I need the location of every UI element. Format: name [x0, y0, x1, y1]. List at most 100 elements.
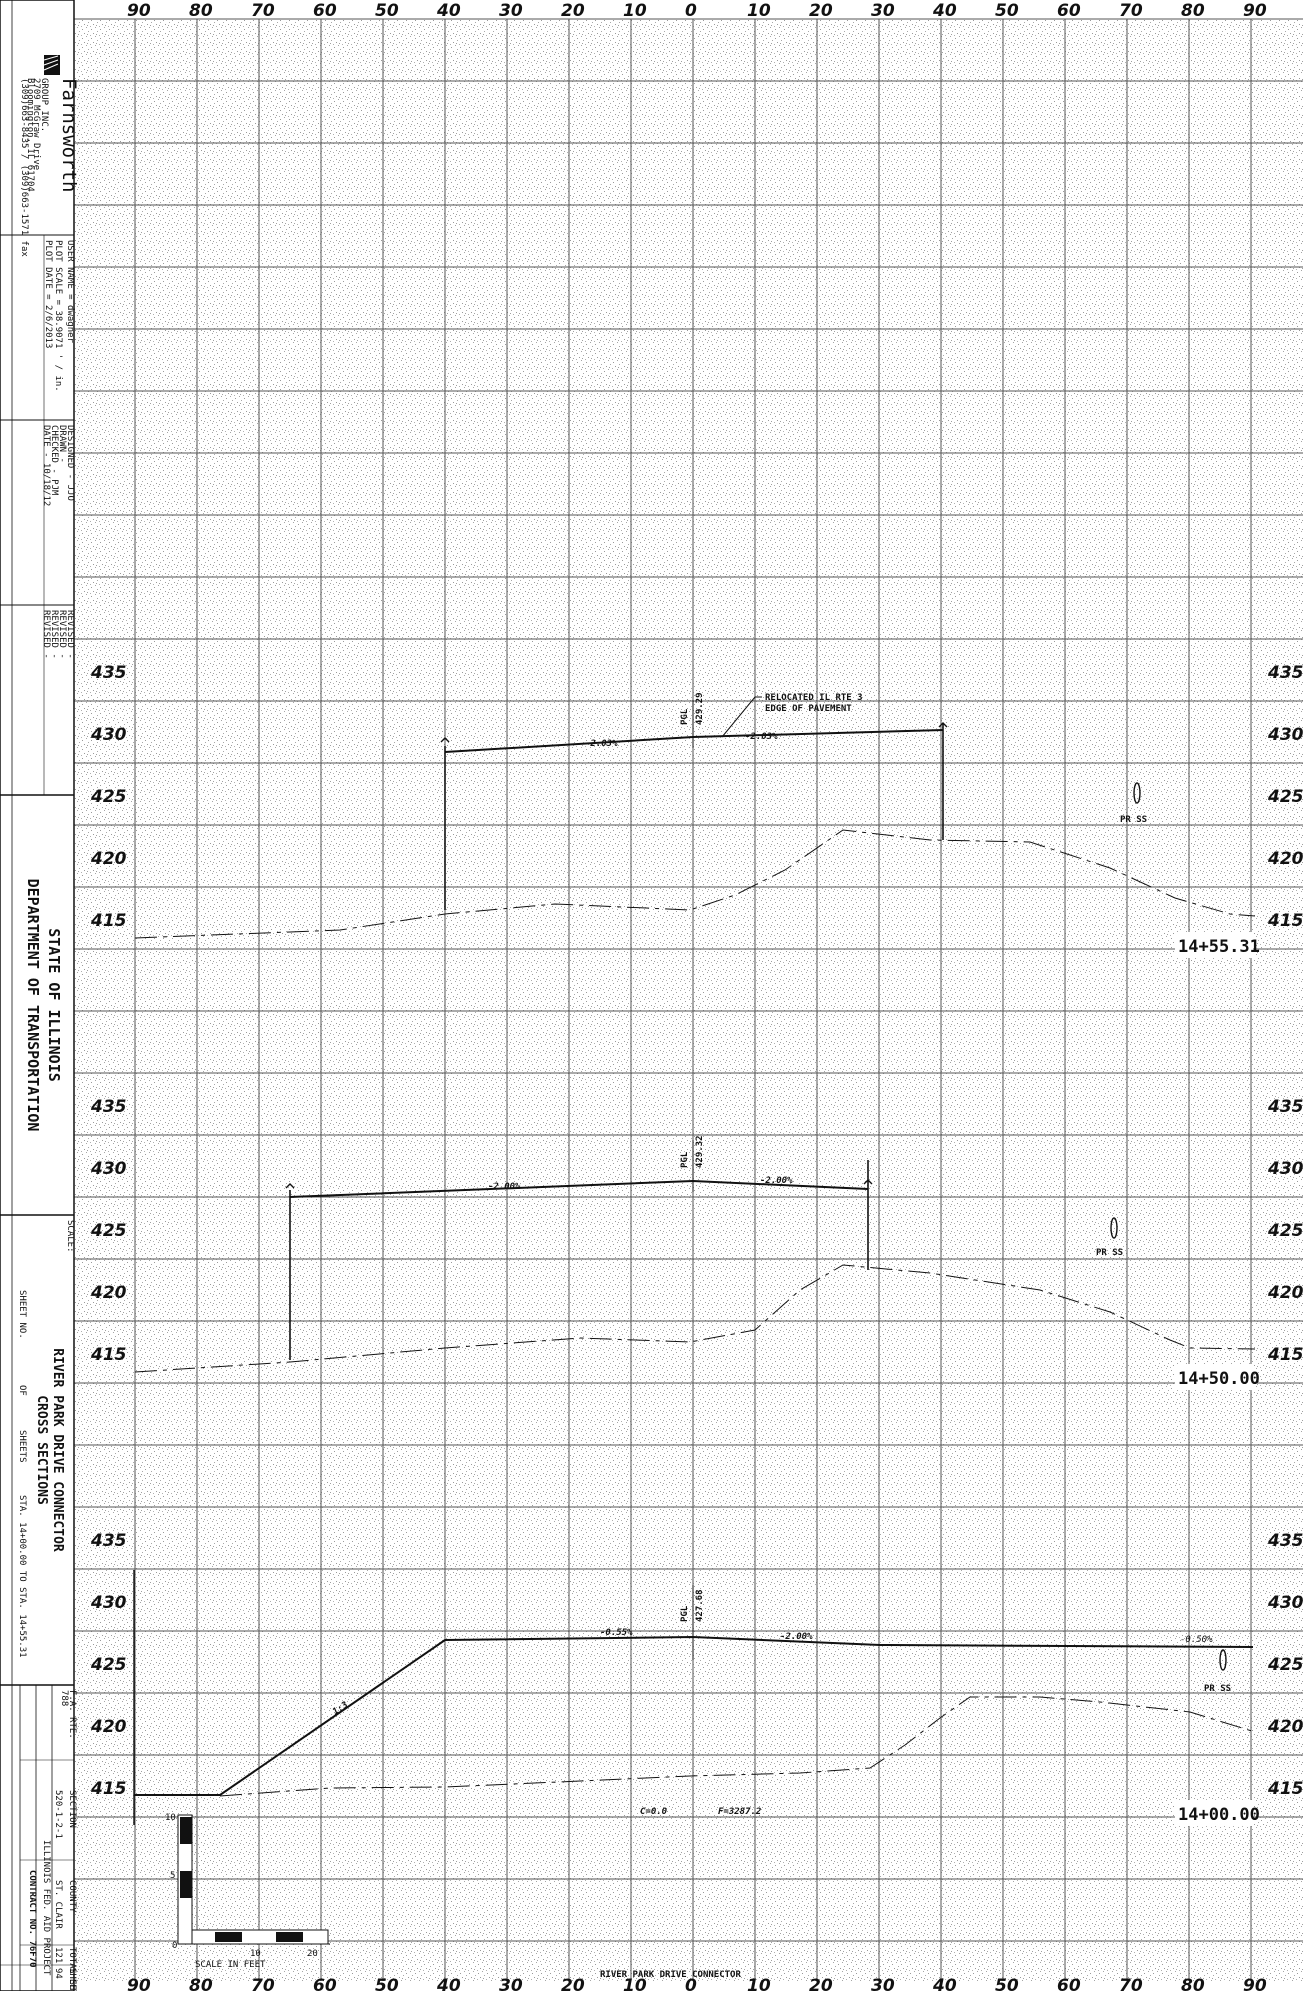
pipe-label: PR SS	[1204, 1684, 1231, 1694]
bottom-scale-label: 70	[1119, 1976, 1143, 1991]
section-label: SECTION	[67, 1790, 77, 1828]
designed: DESIGNED - JJO	[65, 425, 75, 501]
station-label: 14+55.31	[1178, 937, 1260, 957]
bottom-scale-label: 40	[436, 1976, 461, 1991]
bottom-scale-label: 30	[499, 1976, 523, 1991]
company-group: GROUP INC.	[39, 78, 49, 132]
elev-label: 430	[90, 1593, 127, 1613]
left-edge-marker	[285, 1183, 295, 1189]
elev-label: 435	[1267, 1097, 1303, 1117]
revised-3: REVISED -	[49, 610, 59, 659]
bottom-scale-label: 20	[809, 1976, 833, 1991]
bottom-scale-label: 70	[251, 1976, 275, 1991]
pipe-symbol	[1110, 1217, 1118, 1239]
pgl-elevation: 429.32	[695, 1135, 705, 1168]
bar-scale-h-label: 20	[307, 1949, 318, 1959]
footer-title: RIVER PARK DRIVE CONNECTOR	[600, 1970, 741, 1980]
sheets-label: SHEETS	[17, 1430, 27, 1463]
elev-label: 425	[90, 1221, 127, 1241]
bar-scale-caption: SCALE IN FEET	[195, 1960, 266, 1970]
elev-label: 415	[1267, 1779, 1303, 1799]
elev-label: 420	[90, 1717, 127, 1737]
elev-label: 415	[1267, 1345, 1303, 1365]
sheet-no-label: SHEET NO.	[17, 1290, 27, 1339]
section-14-55-31: 435 430 425 420 415 435 430 425 420 415 …	[90, 663, 1303, 958]
existing-ground-line	[219, 1696, 1256, 1797]
station-label: 14+50.00	[1178, 1369, 1260, 1389]
top-scale-label: 30	[499, 1, 523, 21]
total-sheets: 121	[53, 1947, 63, 1963]
agency-line-2: DEPARTMENT OF TRANSPORTATION	[24, 879, 42, 1132]
elev-label: 425	[1267, 1655, 1303, 1675]
station-bg	[1175, 1364, 1253, 1390]
elev-label: 430	[1267, 1159, 1303, 1179]
pgl-elevation: 427.68	[695, 1589, 705, 1622]
elev-label: 415	[90, 911, 127, 931]
bottom-scale-label: 60	[313, 1976, 337, 1991]
elev-label: 420	[1267, 1283, 1303, 1303]
checked: CHECKED - PJM	[49, 425, 59, 496]
revised-2: REVISED -	[57, 610, 67, 659]
bar-scale-h-label: 10	[250, 1949, 261, 1959]
station-bg	[1175, 1800, 1253, 1826]
bar-scale-v-label: 10	[165, 1813, 176, 1823]
section-14-50-00: 435 430 425 420 415 435 430 425 420 415 …	[90, 1097, 1303, 1390]
bottom-scale-label: 10	[747, 1976, 771, 1991]
elev-label: 420	[1267, 849, 1303, 869]
sheet-number: 94	[53, 1968, 63, 1979]
bottom-scale-label: 80	[1181, 1976, 1205, 1991]
left-edge-marker	[440, 737, 450, 743]
section-1-elevations-right: 435 430 425 420 415	[1267, 663, 1303, 931]
company-address-1: 2709 McGraw Drive	[31, 78, 41, 170]
top-scale-label: 80	[1181, 1, 1205, 21]
elev-label: 430	[1267, 1593, 1303, 1613]
top-scale-label: 60	[1057, 1, 1081, 21]
top-scale-label: 50	[995, 1, 1019, 21]
county-label: COUNTY	[67, 1880, 77, 1913]
section-1-elevations-left: 435 430 425 420 415	[90, 663, 127, 931]
pipe-label: PR SS	[1096, 1248, 1123, 1258]
bottom-scale-label: 60	[1057, 1976, 1081, 1991]
elev-label: 430	[1267, 725, 1303, 745]
bottom-scale-label: 50	[995, 1976, 1019, 1991]
top-scale-label: 80	[189, 1, 213, 21]
elev-label: 415	[1267, 911, 1303, 931]
elev-label: 435	[90, 1531, 127, 1551]
existing-ground-line	[134, 1264, 1256, 1373]
section-2-elevations-left: 435 430 425 420 415	[90, 1097, 127, 1365]
top-scale-label: 40	[932, 1, 957, 21]
elev-label: 420	[90, 1283, 127, 1303]
county: ST. CLAIR	[53, 1880, 63, 1929]
section-14-00-00: 435 430 425 420 415 435 430 425 420 415 …	[90, 1531, 1303, 1826]
section-3-elevations-right: 435 430 425 420 415	[1267, 1531, 1303, 1799]
bottom-scale-label: 50	[375, 1976, 399, 1991]
elev-label: 435	[1267, 663, 1303, 683]
existing-ground-line	[134, 829, 1256, 939]
callout-line-1: RELOCATED IL RTE 3	[765, 693, 863, 703]
drawn: DRAWN -	[57, 425, 67, 463]
elev-label: 425	[1267, 1221, 1303, 1241]
top-scale-label: 40	[436, 1, 461, 21]
total-sheets-label: TOTAL SHEETS	[67, 1947, 77, 1991]
elev-label: 425	[90, 787, 127, 807]
station-label: 14+00.00	[1178, 1805, 1260, 1825]
company-name: Farnsworth	[58, 78, 80, 192]
plot-date: PLOT DATE = 2/6/2013	[43, 240, 53, 348]
bar-scale-v-label: 0	[172, 1941, 177, 1951]
top-scale-label: 90	[127, 1, 151, 21]
company-address-3: (309)663-8435 / (309)663-1571 fax	[19, 78, 29, 257]
pgl-elevation: 429.29	[695, 692, 705, 725]
elev-label: 435	[1267, 1531, 1303, 1551]
top-scale-label: 70	[251, 1, 275, 21]
section-2-elevations-right: 435 430 425 420 415	[1267, 1097, 1303, 1365]
company-address-2: Bloomington, IL 61704	[25, 78, 35, 192]
elev-label: 430	[90, 725, 127, 745]
sta-range: STA. 14+00.00 TO STA. 14+55.31	[17, 1495, 27, 1658]
station-bg	[1175, 932, 1253, 958]
top-scale-label: 0	[685, 1, 697, 21]
top-scale-label: 60	[313, 1, 337, 21]
pipe-symbol	[1219, 1649, 1227, 1671]
top-scale-label: 90	[1243, 1, 1267, 21]
